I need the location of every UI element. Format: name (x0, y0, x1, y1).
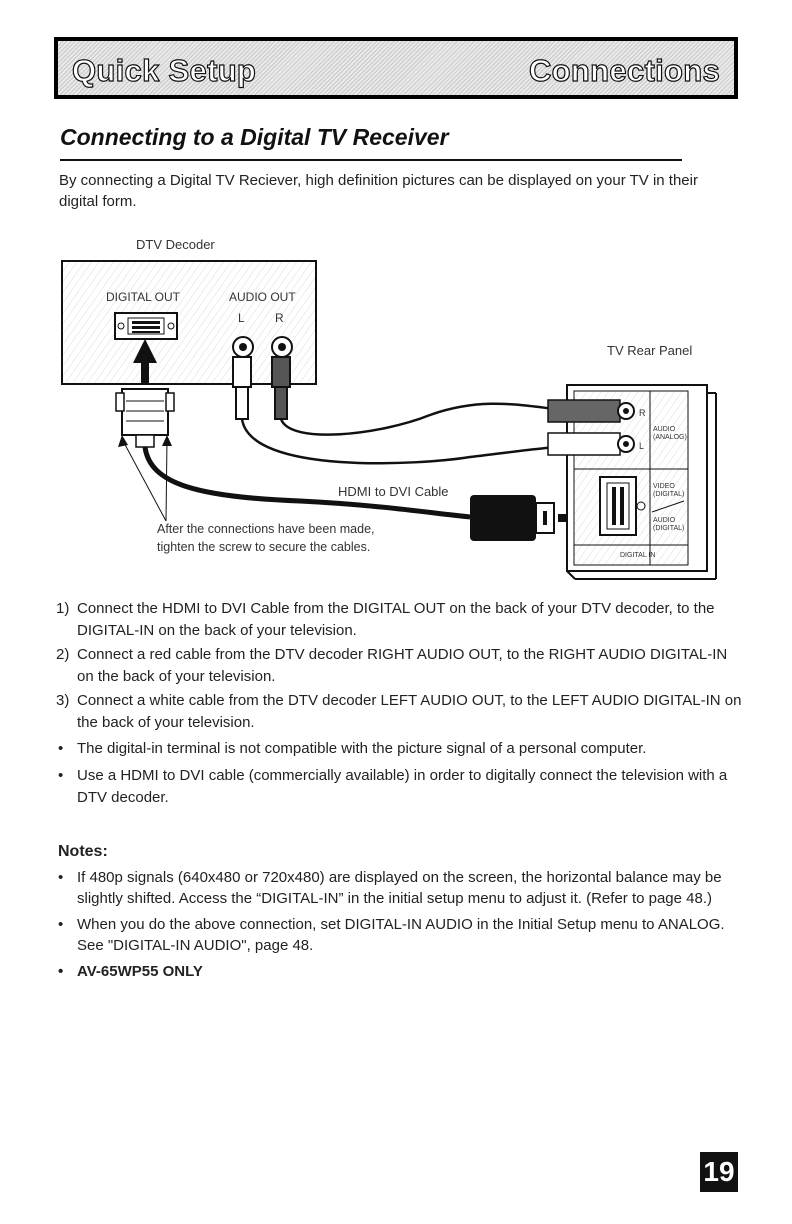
connection-diagram: DTV Decoder DIGITAL OUT AUDIO OUT L R (61, 237, 717, 580)
header-bar: Quick Setup Connections (54, 37, 738, 99)
audio-out-label: AUDIO OUT (229, 290, 296, 304)
note-text: When you do the above connection, set DI… (77, 916, 725, 954)
audio-out-r-label: R (275, 311, 284, 325)
panel-digital2-label: (DIGITAL) (653, 525, 684, 532)
note-item: • When you do the above connection, set D… (58, 914, 748, 956)
rca-plug-red (271, 356, 291, 420)
panel-digital-label: (DIGITAL) (653, 491, 684, 498)
arrow-up-icon (133, 339, 157, 383)
panel-analog-label: (ANALOG) (653, 434, 687, 441)
panel-digital-in-label: DIGITAL IN (620, 552, 655, 559)
bullet-icon: • (58, 963, 64, 980)
dvi-port-decoder (114, 312, 178, 340)
bullet-icon: • (58, 740, 64, 757)
hdmi-dvi-cable (142, 446, 471, 520)
header-title-left: Quick Setup (71, 52, 257, 88)
intro-paragraph: By connecting a Digital TV Reciever, hig… (59, 172, 698, 210)
panel-audio-jacks (547, 399, 635, 456)
panel-l-label: L (639, 441, 644, 451)
step-item: 3) Connect a white cable from the DTV dec… (56, 690, 748, 734)
audio-cable-white (240, 418, 561, 465)
screw-pointer-arrows (118, 435, 172, 522)
screw-note-line2: tighten the screw to secure the cables. (157, 540, 370, 554)
bullet-item: • The digital-in terminal is not compatib… (58, 738, 748, 760)
step-text: Connect a red cable from the DTV decoder… (77, 646, 728, 685)
page-number: 19 (700, 1152, 738, 1192)
bullet-text: The digital-in terminal is not compatibl… (77, 740, 647, 757)
model-note-item: • AV-65WP55 ONLY (58, 961, 748, 982)
screw-note-line1: After the connections have been made, (157, 522, 375, 536)
digital-out-label: DIGITAL OUT (106, 290, 181, 304)
audio-out-l-label: L (238, 311, 245, 325)
header-title-right: Connections (528, 52, 720, 88)
dtv-decoder-label: DTV Decoder (136, 237, 215, 252)
step-item: 2) Connect a red cable from the DTV decod… (56, 644, 748, 688)
panel-dvi-jack (599, 476, 646, 536)
rca-plug-white (232, 356, 252, 420)
audio-cable-red (279, 402, 556, 436)
panel-video-label: VIDEO (653, 483, 675, 490)
bullet-text: Use a HDMI to DVI cable (commercially av… (77, 767, 728, 806)
model-note-text: AV-65WP55 ONLY (77, 963, 203, 980)
hdmi-cable-label: HDMI to DVI Cable (338, 484, 449, 499)
notes-title: Notes: (58, 843, 108, 860)
step-item: 1) Connect the HDMI to DVI Cable from the… (56, 598, 748, 642)
notes-list: • If 480p signals (640x480 or 720x480) ar… (58, 867, 748, 987)
panel-audio-label: AUDIO (653, 426, 676, 433)
tv-rear-panel-label: TV Rear Panel (607, 343, 692, 358)
step-text: Connect the HDMI to DVI Cable from the D… (77, 600, 715, 639)
note-text: If 480p signals (640x480 or 720x480) are… (77, 869, 722, 907)
dvi-plug (115, 388, 175, 448)
bullet-icon: • (58, 916, 64, 933)
steps-list: 1) Connect the HDMI to DVI Cable from the… (56, 598, 748, 736)
bullet-icon: • (58, 767, 64, 784)
hdmi-plug (470, 495, 555, 541)
step-number: 2) (56, 646, 70, 663)
panel-r-label: R (639, 408, 646, 418)
step-text: Connect a white cable from the DTV decod… (77, 692, 742, 731)
step-number: 1) (56, 600, 70, 617)
step-number: 3) (56, 692, 70, 709)
panel-audio2-label: AUDIO (653, 517, 676, 524)
bullet-icon: • (58, 869, 64, 886)
section-title: Connecting to a Digital TV Receiver (60, 124, 682, 161)
note-item: • If 480p signals (640x480 or 720x480) ar… (58, 867, 748, 909)
bullet-list: • The digital-in terminal is not compatib… (58, 738, 748, 814)
bullet-item: • Use a HDMI to DVI cable (commercially a… (58, 765, 748, 809)
